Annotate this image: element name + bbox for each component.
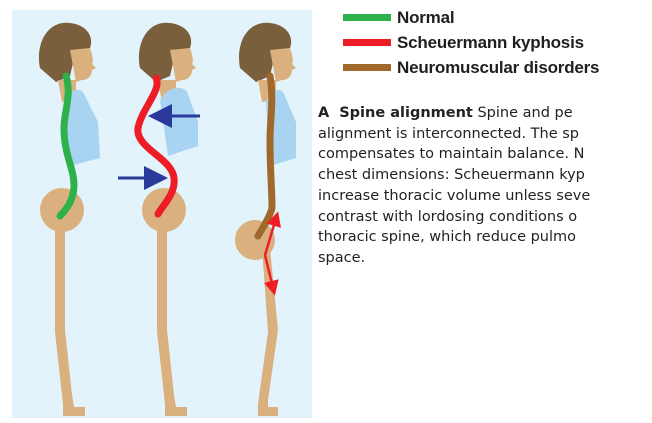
leg: [258, 248, 278, 416]
caption-line: space.: [318, 248, 652, 269]
caption-title: Spine alignment: [339, 105, 473, 121]
legend-swatch-red: [343, 39, 391, 46]
figure-scheuermann-kyphosis: [118, 23, 200, 416]
legend: Normal Scheuermann kyphosis Neuromuscula…: [343, 5, 652, 80]
caption-line: chest dimensions: Scheuermann kyp: [318, 165, 652, 186]
legend-item-scheuermann-kyphosis: Scheuermann kyphosis: [343, 30, 652, 55]
caption-text: Spine and pe: [473, 105, 573, 121]
caption-line: increase thoracic volume unless seve: [318, 186, 652, 207]
leg: [55, 220, 85, 416]
caption-line: contrast with lordosing conditions o: [318, 207, 652, 228]
legend-swatch-green: [343, 14, 391, 21]
caption-line: A Spine alignment Spine and pe: [318, 103, 652, 124]
legend-swatch-brown: [343, 64, 391, 71]
leg: [157, 220, 187, 416]
spine-figures-illustration: [12, 10, 312, 418]
legend-item-neuromuscular-disorders: Neuromuscular disorders: [343, 55, 652, 80]
figure-caption: A Spine alignment Spine and pe alignment …: [318, 103, 652, 269]
caption-line: thoracic spine, which reduce pulmo: [318, 227, 652, 248]
caption-panel-letter: A: [318, 105, 329, 121]
face: [170, 48, 196, 82]
figure-normal: [39, 23, 100, 416]
legend-label: Normal: [397, 8, 454, 28]
caption-line: alignment is interconnected. The sp: [318, 124, 652, 145]
illustration-panel: [12, 10, 312, 418]
face: [70, 48, 96, 82]
legend-item-normal: Normal: [343, 5, 652, 30]
legend-label: Scheuermann kyphosis: [397, 33, 584, 53]
caption-line: compensates to maintain balance. N: [318, 144, 652, 165]
figure-neuromuscular-disorders: [235, 23, 296, 416]
face: [270, 48, 296, 82]
legend-label: Neuromuscular disorders: [397, 58, 599, 78]
lung: [160, 88, 198, 156]
